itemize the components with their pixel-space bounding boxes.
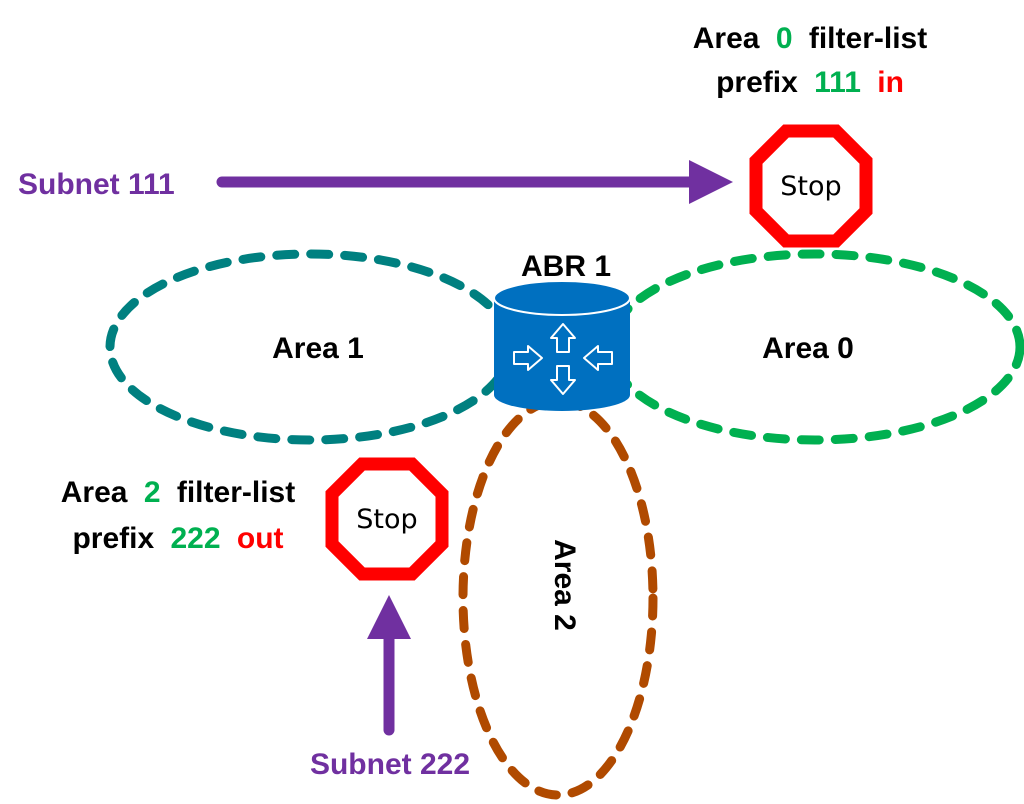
filter-note-area0-line1: Area 0 filter-list xyxy=(693,22,927,55)
subnet222-label: Subnet 222 xyxy=(310,748,470,781)
filter-direction: out xyxy=(237,522,284,555)
filter-area-number: 0 xyxy=(776,22,793,55)
area0-label: Area 0 xyxy=(762,332,854,365)
area1-label: Area 1 xyxy=(272,332,364,365)
subnet111-label: Subnet 111 xyxy=(18,168,175,201)
stop-sign-area2: Stop xyxy=(325,457,449,581)
filter-note-area2-line1: Area 2 filter-list xyxy=(61,476,295,509)
filter-prefix: 222 xyxy=(171,522,221,555)
stop-sign-label: Stop xyxy=(356,504,417,535)
filter-prefix: 111 xyxy=(814,66,861,99)
router-icon xyxy=(493,280,631,411)
area2-boundary xyxy=(458,396,658,800)
filter-note-area2-line2: prefix 222 out xyxy=(72,522,283,555)
filter-direction: in xyxy=(877,66,904,99)
stop-sign-label: Stop xyxy=(780,171,841,202)
area2-label: Area 2 xyxy=(548,539,581,631)
filter-note-area0-line2: prefix 111 in xyxy=(716,66,904,99)
router-label: ABR 1 xyxy=(521,250,611,283)
filter-area-number: 2 xyxy=(144,476,161,509)
stop-sign-area0: Stop xyxy=(749,124,873,248)
